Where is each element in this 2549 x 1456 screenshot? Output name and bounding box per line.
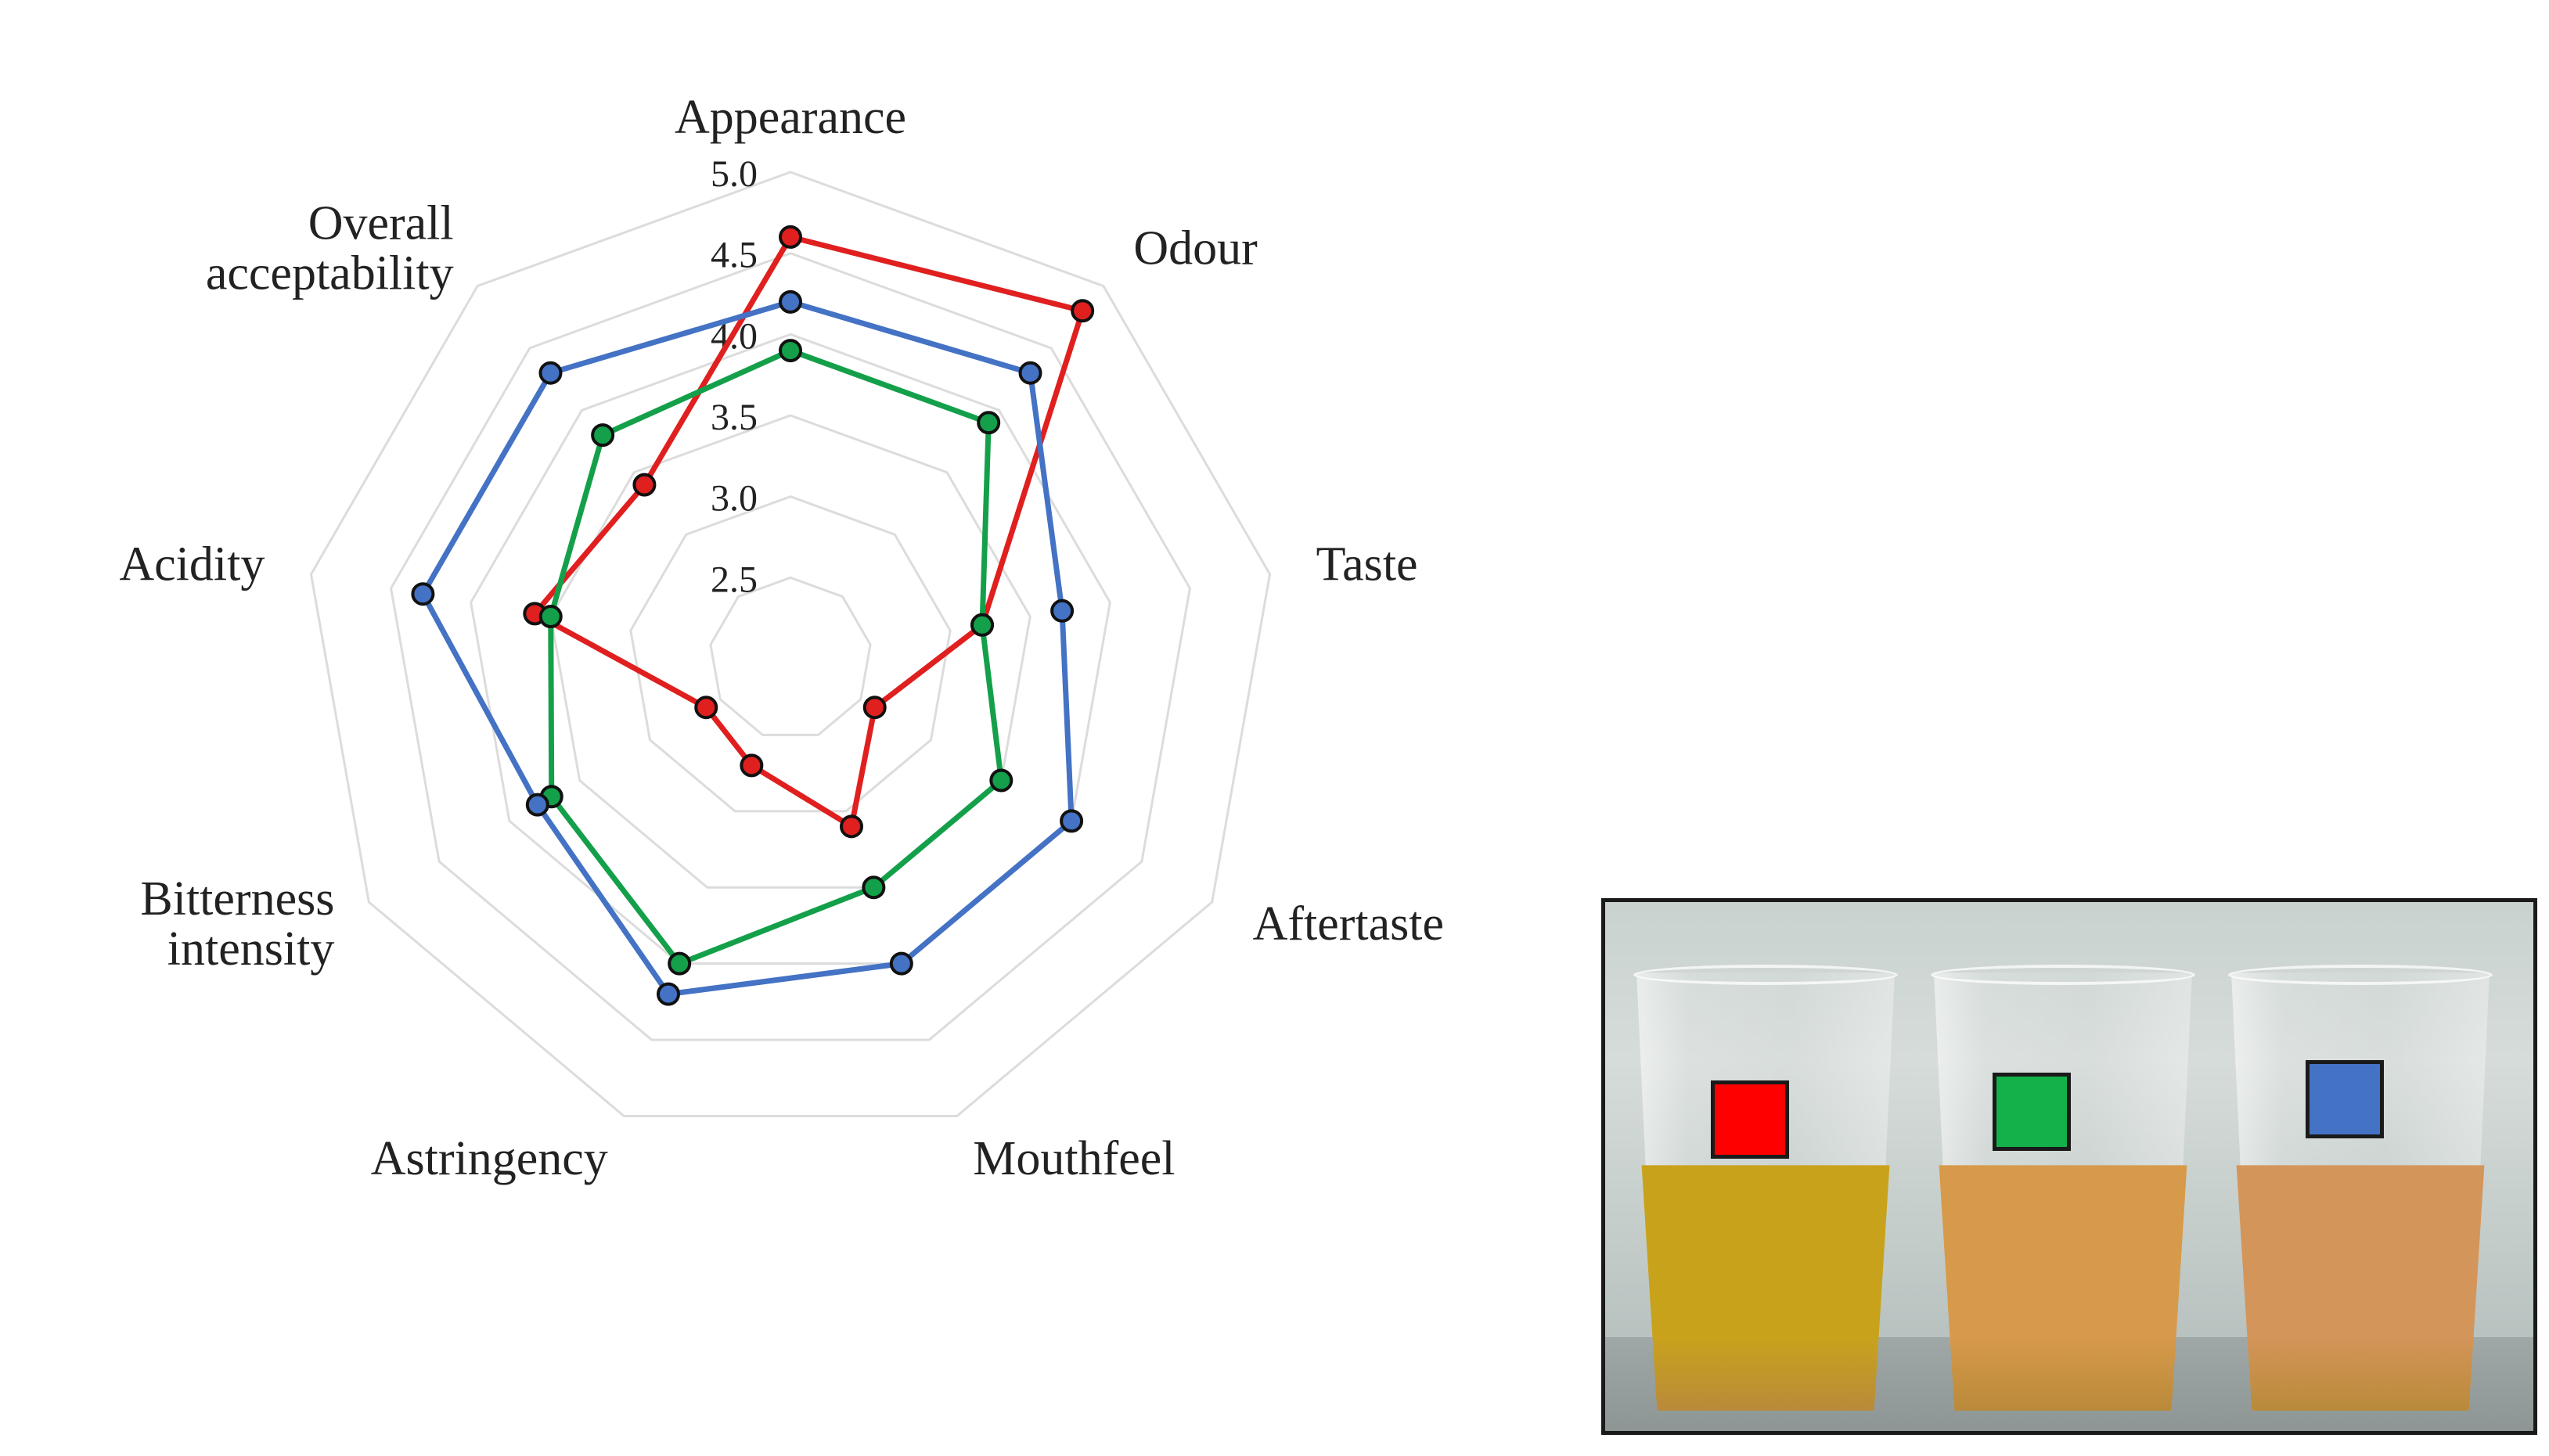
sample-photo <box>1601 898 2537 1435</box>
category-label: Aftertaste <box>1253 897 1444 951</box>
data-point <box>525 793 549 817</box>
data-point <box>970 613 995 637</box>
grid-ring <box>629 495 952 813</box>
data-point <box>1060 809 1084 833</box>
category-label: Odour <box>1133 222 1258 275</box>
color-swatch <box>1711 1080 1789 1159</box>
data-point <box>989 768 1013 793</box>
series-cbc <box>523 225 1095 839</box>
data-point <box>862 696 887 720</box>
cup-3 <box>2228 965 2493 1411</box>
radar-grid <box>309 171 1272 1117</box>
cup-liquid <box>2236 1165 2485 1411</box>
category-label: Appearance <box>675 91 906 144</box>
data-series <box>411 225 1095 1006</box>
data-point <box>862 875 886 900</box>
data-point <box>538 361 563 385</box>
series-cb1 <box>538 339 1013 976</box>
grid-ring <box>709 576 872 736</box>
grid-ring <box>309 171 1272 1117</box>
data-point <box>1071 299 1095 323</box>
color-swatch <box>2306 1060 2384 1138</box>
cup-rim <box>1633 965 1898 985</box>
data-point <box>840 814 864 839</box>
series-line <box>531 234 1085 829</box>
category-label: Mouthfeel <box>973 1132 1175 1185</box>
cup-liquid <box>1641 1165 1890 1411</box>
series-cb2 <box>411 289 1084 1006</box>
cup-rim <box>2228 965 2493 985</box>
data-point <box>591 423 615 448</box>
data-point <box>538 604 563 628</box>
data-point <box>889 951 913 976</box>
data-point <box>668 951 692 976</box>
color-swatch <box>1993 1073 2071 1151</box>
data-point <box>977 411 1001 435</box>
data-point <box>411 582 435 606</box>
cup-1 <box>1633 965 1898 1411</box>
tick-label: 5.0 <box>711 153 758 195</box>
tick-label: 3.5 <box>711 397 758 438</box>
cup-rim <box>1931 965 2195 985</box>
tick-label: 3.0 <box>711 478 758 519</box>
data-point <box>779 225 802 249</box>
series-line <box>548 347 1004 967</box>
category-label: Astringency <box>371 1132 608 1185</box>
grid-ring <box>470 333 1111 965</box>
radar-chart: 2.53.03.54.04.55.0 AppearanceOdourTasteA… <box>119 91 1444 1185</box>
grid-ring <box>389 252 1192 1041</box>
data-point <box>694 696 718 720</box>
category-label: Acidity <box>119 538 265 591</box>
data-point <box>1018 361 1042 385</box>
data-point <box>779 289 802 314</box>
tick-label: 4.5 <box>711 235 758 276</box>
data-point <box>740 753 764 778</box>
cup-2 <box>1931 965 2195 1411</box>
data-point <box>656 982 680 1006</box>
series-line <box>419 299 1075 998</box>
data-point <box>632 473 657 497</box>
category-label: Taste <box>1316 538 1418 591</box>
data-point <box>1050 599 1075 623</box>
data-point <box>779 339 802 363</box>
cup-liquid <box>1939 1165 2187 1411</box>
tick-label: 2.5 <box>711 559 758 600</box>
